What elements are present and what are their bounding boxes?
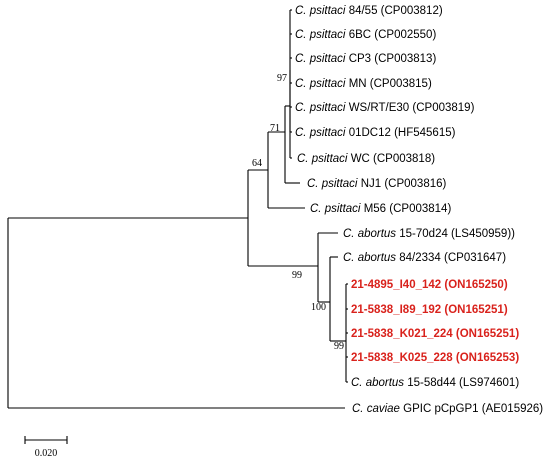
taxon-label: C. psittaci WC (CP003818) (297, 153, 435, 165)
scale-bar-label: 0.020 (35, 448, 58, 459)
taxon-label: C. psittaci NJ1 (CP003816) (307, 178, 447, 190)
taxon-label: C. psittaci 84/55 (CP003812) (295, 5, 443, 17)
bootstrap-value: 71 (270, 123, 280, 134)
taxon-label: C. caviae GPIC pCpGP1 (AE015926) (352, 403, 543, 415)
bootstrap-value: 99 (334, 341, 344, 352)
taxon-label: C. abortus 15-58d44 (LS974601) (351, 377, 519, 389)
scale-bar: 0.020 (24, 436, 68, 459)
highlighted-taxon-label: 21-4895_I40_142 (ON165250) (351, 279, 508, 291)
taxon-label: C. psittaci CP3 (CP003813) (295, 53, 436, 65)
taxon-label: C. abortus 84/2334 (CP031647) (343, 252, 506, 264)
highlighted-taxon-label: 21-5838_K025_228 (ON165253) (351, 352, 519, 364)
taxon-label: C. psittaci MN (CP003815) (295, 78, 432, 90)
highlighted-taxon-label: 21-5838_K021_224 (ON165251) (351, 328, 519, 340)
taxon-label: C. psittaci M56 (CP003814) (310, 203, 451, 215)
bootstrap-value: 97 (277, 73, 287, 84)
bootstrap-value: 64 (252, 158, 262, 169)
bootstrap-value: 99 (292, 270, 302, 281)
taxon-label: C. psittaci 6BC (CP002550) (295, 29, 436, 41)
taxon-labels: C. psittaci 84/55 (CP003812) C. psittaci… (295, 5, 543, 415)
taxon-label: C. psittaci 01DC12 (HF545615) (295, 127, 456, 139)
taxon-label: C. abortus 15-70d24 (LS450959)) (343, 228, 515, 240)
bootstrap-value: 100 (311, 302, 326, 313)
taxon-label: C. psittaci WS/RT/E30 (CP003819) (295, 102, 475, 114)
highlighted-taxon-label: 21-5838_I89_192 (ON165251) (351, 304, 508, 316)
tree-branches (7, 9, 348, 409)
bootstrap-values: 97 71 64 99 100 99 (252, 73, 344, 352)
